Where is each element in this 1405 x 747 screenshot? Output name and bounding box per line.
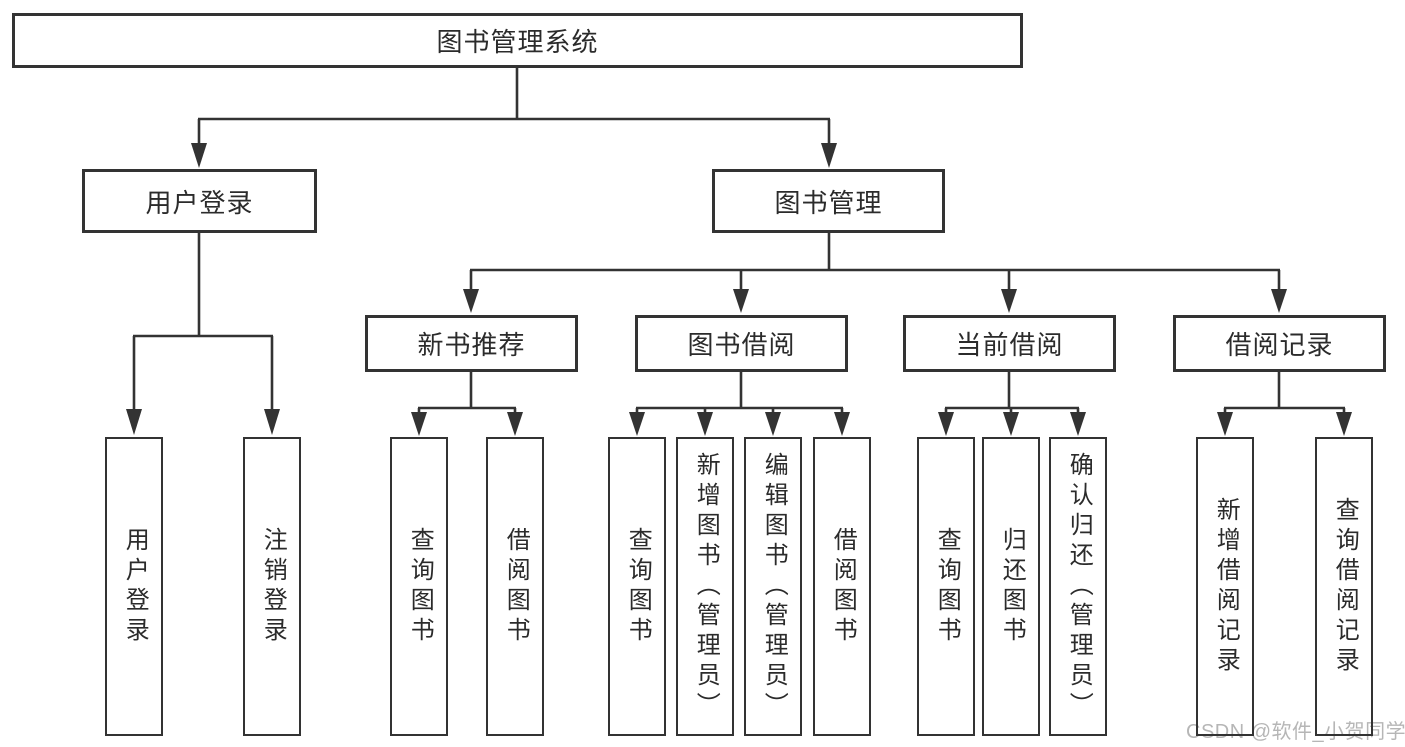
leaf-logout-label: 注销登录	[259, 526, 287, 647]
leaf-query-books-recommend-label: 查询图书	[406, 526, 434, 647]
node-new-book-recommend-label: 新书推荐	[417, 330, 526, 360]
node-root-label: 图书管理系统	[436, 27, 599, 57]
leaf-borrow-books-borrow: 借阅图书	[813, 437, 871, 736]
leaf-add-borrow-record-label: 新增借阅记录	[1212, 496, 1240, 677]
leaf-confirm-return-admin-label: 确认归还（管理员）	[1065, 451, 1093, 722]
leaf-borrow-books-recommend-label: 借阅图书	[502, 526, 530, 647]
leaf-confirm-return-admin: 确认归还（管理员）	[1049, 437, 1107, 736]
leaf-add-borrow-record: 新增借阅记录	[1196, 437, 1254, 736]
node-new-book-recommend: 新书推荐	[365, 315, 578, 372]
leaf-query-books-borrow: 查询图书	[608, 437, 666, 736]
node-book-management-label: 图书管理	[774, 187, 883, 218]
leaf-query-books-borrow-label: 查询图书	[624, 526, 652, 647]
leaf-return-book: 归还图书	[982, 437, 1040, 736]
leaf-edit-book-admin-label: 编辑图书（管理员）	[760, 451, 788, 722]
node-user-login-label: 用户登录	[145, 187, 254, 218]
leaf-user-login-label: 用户登录	[121, 526, 149, 647]
node-borrow-records: 借阅记录	[1173, 315, 1386, 372]
leaf-logout: 注销登录	[243, 437, 301, 736]
leaf-edit-book-admin: 编辑图书（管理员）	[744, 437, 802, 736]
leaf-query-books-recommend: 查询图书	[390, 437, 448, 736]
node-book-borrow-label: 图书借阅	[687, 330, 796, 360]
leaf-borrow-books-borrow-label: 借阅图书	[829, 526, 857, 647]
node-current-borrow: 当前借阅	[903, 315, 1116, 372]
leaf-return-book-label: 归还图书	[998, 526, 1026, 647]
leaf-add-book-admin-label: 新增图书（管理员）	[692, 451, 720, 722]
leaf-query-books-current-label: 查询图书	[933, 526, 961, 647]
leaf-query-borrow-record: 查询借阅记录	[1315, 437, 1373, 736]
node-borrow-records-label: 借阅记录	[1225, 330, 1334, 360]
node-book-management: 图书管理	[712, 169, 945, 233]
leaf-add-book-admin: 新增图书（管理员）	[676, 437, 734, 736]
leaf-user-login: 用户登录	[105, 437, 163, 736]
leaf-borrow-books-recommend: 借阅图书	[486, 437, 544, 736]
leaf-query-borrow-record-label: 查询借阅记录	[1331, 496, 1359, 677]
csdn-watermark: CSDN @软件_小贺同学	[1186, 721, 1405, 743]
node-book-borrow: 图书借阅	[635, 315, 848, 372]
node-current-borrow-label: 当前借阅	[955, 330, 1064, 360]
leaf-query-books-current: 查询图书	[917, 437, 975, 736]
node-root: 图书管理系统	[12, 13, 1023, 68]
node-user-login: 用户登录	[82, 169, 317, 233]
